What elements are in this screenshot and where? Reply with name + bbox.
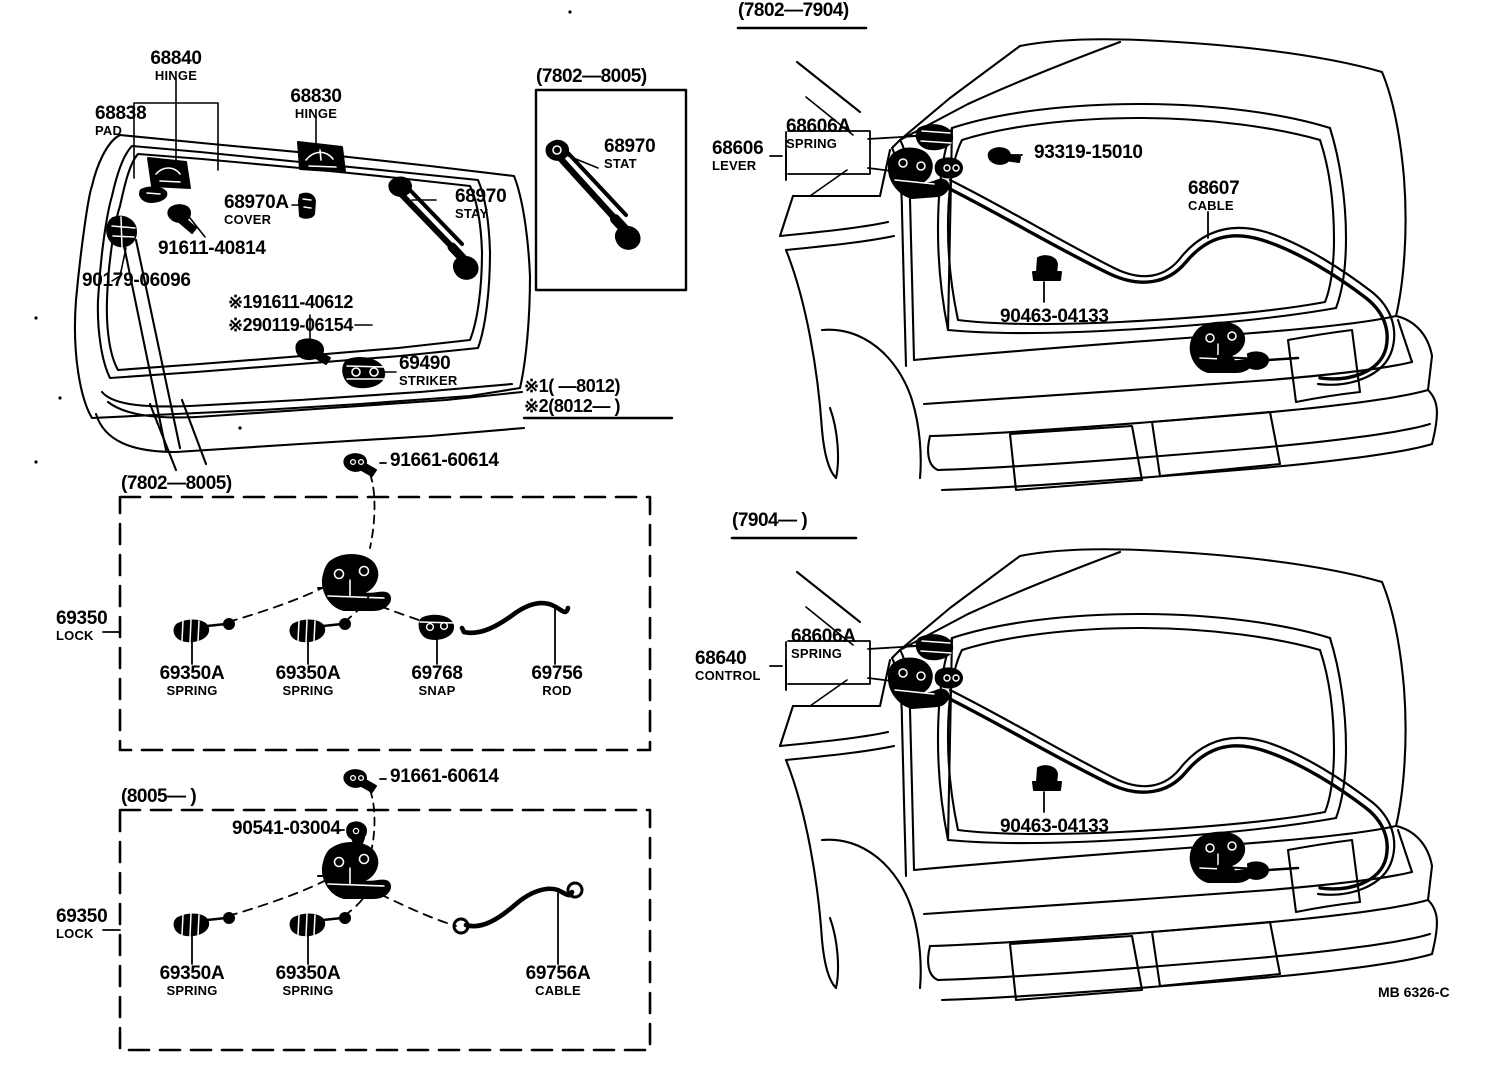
header-upper-right: (7802—7904) bbox=[738, 0, 849, 21]
label-68606a-spring-bottom-number: 68606A bbox=[791, 626, 856, 647]
label-68607-cable-name: CABLE bbox=[1188, 198, 1234, 213]
label-68840-hinge-name: HINGE bbox=[154, 68, 198, 83]
label-69768-snap-number: 69768 bbox=[411, 663, 463, 684]
label-68970-stay-name: STAY bbox=[455, 206, 489, 221]
label-68606-lever-number: 68606 bbox=[712, 138, 764, 159]
label-69350a-spring-b1-1-number: 69350A bbox=[159, 663, 225, 684]
label-69490-striker-number: 69490 bbox=[399, 353, 451, 374]
label-69350-lock-box1-number: 69350 bbox=[56, 608, 108, 629]
label-90463-04133-top: 90463-04133 bbox=[1000, 306, 1109, 327]
label-69350-lock-box1-name: LOCK bbox=[56, 628, 94, 643]
label-91611-40814: 91611-40814 bbox=[158, 238, 266, 259]
label-68838-pad-number: 68838 bbox=[95, 103, 147, 124]
note-mark2-inline: ※290119-06154 bbox=[228, 315, 354, 335]
label-69350a-spring-b2-1-number: 69350A bbox=[159, 963, 225, 984]
header-stay-box: (7802—8005) bbox=[536, 66, 647, 87]
label-69756a-cable-name: CABLE bbox=[535, 983, 581, 998]
label-69350a-spring-b2-1-name: SPRING bbox=[166, 983, 218, 998]
label-69350a-spring-b2-2-number: 69350A bbox=[275, 963, 341, 984]
label-68606a-spring-top-name: SPRING bbox=[786, 136, 838, 151]
label-68607-cable-number: 68607 bbox=[1188, 178, 1240, 199]
label-68970-stat-name: STAT bbox=[604, 156, 637, 171]
label-68970a-cover-name: COVER bbox=[224, 212, 272, 227]
label-69350a-spring-b1-2-number: 69350A bbox=[275, 663, 341, 684]
label-69350-lock-box2-name: LOCK bbox=[56, 926, 94, 941]
label-69350a-spring-b1-1-name: SPRING bbox=[166, 683, 218, 698]
label-69768-snap-name: SNAP bbox=[418, 683, 456, 698]
label-68840-hinge-number: 68840 bbox=[150, 48, 202, 69]
label-68838-pad-name: PAD bbox=[95, 123, 123, 138]
label-69756-rod-number: 69756 bbox=[531, 663, 583, 684]
header-lower-right: (7904— ) bbox=[732, 510, 808, 531]
header-lock-box-1: (7802—8005) bbox=[121, 473, 232, 494]
label-68606a-spring-bottom-name: SPRING bbox=[791, 646, 843, 661]
label-91661-60614-box1: 91661-60614 bbox=[390, 450, 499, 471]
label-90179-06096: 90179-06096 bbox=[82, 270, 191, 291]
sheet-code: MB 6326-C bbox=[1378, 984, 1450, 1000]
label-69490-striker-name: STRIKER bbox=[399, 373, 458, 388]
label-68606-lever-name: LEVER bbox=[712, 158, 757, 173]
note-mark1-range: ※1( —8012) bbox=[524, 376, 621, 396]
header-lock-box-2: (8005— ) bbox=[121, 786, 197, 807]
label-68970a-cover-number: 68970A bbox=[224, 192, 289, 213]
label-93319-15010: 93319-15010 bbox=[1034, 142, 1143, 163]
label-91661-60614-box2: 91661-60614 bbox=[390, 766, 499, 787]
label-69350a-spring-b2-2-name: SPRING bbox=[282, 983, 334, 998]
label-69350-lock-box2-number: 69350 bbox=[56, 906, 108, 927]
label-68640-control-name: CONTROL bbox=[695, 668, 761, 683]
label-69350a-spring-b1-2-name: SPRING bbox=[282, 683, 334, 698]
label-90541-03004: 90541-03004 bbox=[232, 818, 341, 839]
label-69756a-cable-number: 69756A bbox=[525, 963, 591, 984]
label-68640-control-number: 68640 bbox=[695, 648, 747, 669]
label-69756-rod-name: ROD bbox=[542, 683, 572, 698]
note-mark1-inline: ※191611-40612 bbox=[228, 292, 354, 312]
label-68970-stay-number: 68970 bbox=[455, 186, 507, 207]
label-68830-hinge-number: 68830 bbox=[290, 86, 342, 107]
label-68970-stat-number: 68970 bbox=[604, 136, 656, 157]
note-mark2-range: ※2(8012— ) bbox=[524, 396, 621, 416]
label-68830-hinge-name: HINGE bbox=[294, 106, 338, 121]
label-68606a-spring-top-number: 68606A bbox=[786, 116, 851, 137]
label-90463-04133-bottom: 90463-04133 bbox=[1000, 816, 1109, 837]
